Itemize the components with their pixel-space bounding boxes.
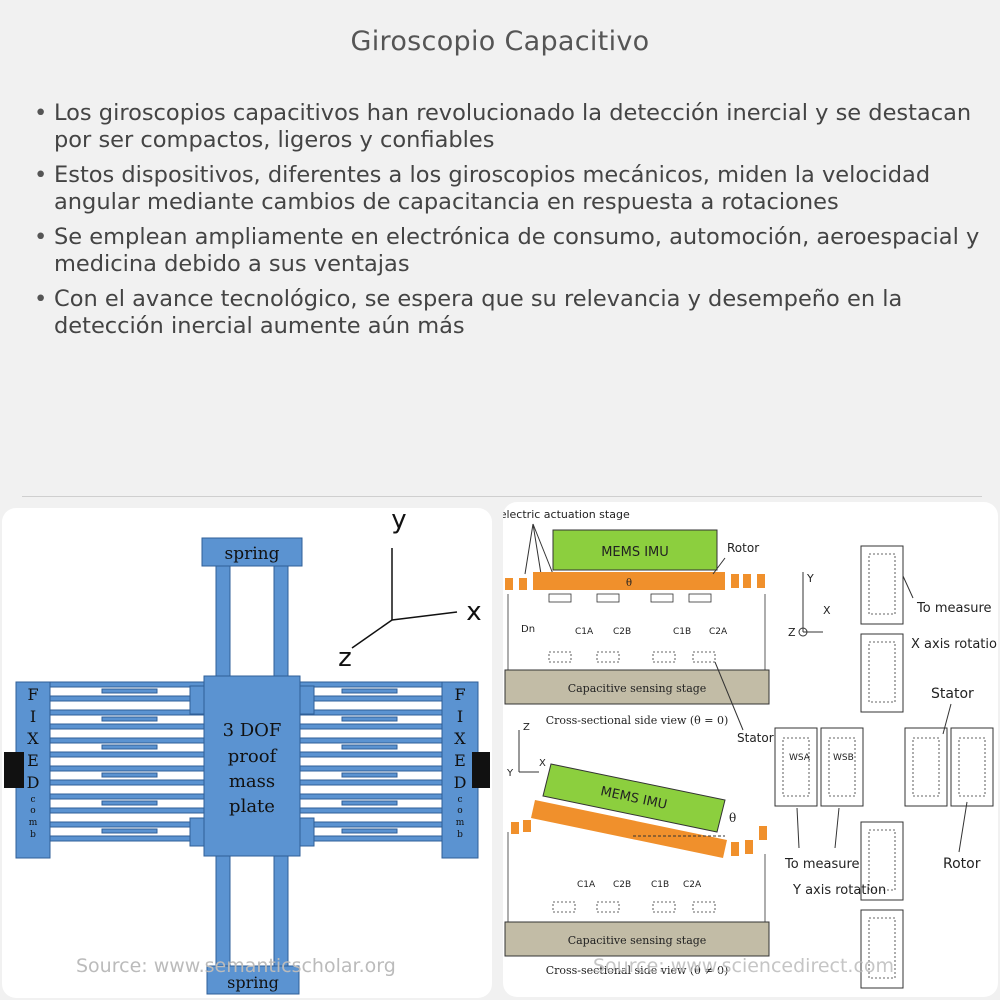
- axis-icon: [518, 730, 539, 773]
- theta-symbol: θ: [729, 811, 736, 825]
- cap-label: C2B: [613, 627, 631, 637]
- rotor-right-label: Rotor: [943, 856, 981, 872]
- cap-label: C1B: [673, 627, 691, 637]
- to-measure-x: X axis rotation: [911, 637, 998, 652]
- axis-icon: [351, 548, 458, 649]
- axis-x-label: X: [823, 604, 831, 617]
- spring-top-label: spring: [224, 544, 279, 564]
- view-top: Cross-sectional side view (θ = 0): [546, 714, 729, 727]
- to-measure-y: Y axis rotation: [792, 883, 886, 898]
- proof-mass-label: proof: [228, 746, 278, 767]
- theta-symbol: θ: [626, 578, 632, 589]
- piezo-label: Piezoelectric actuation stage: [503, 508, 630, 521]
- fixed-comb-letter: I: [457, 707, 463, 726]
- divider: [22, 496, 982, 497]
- proof-mass-label: plate: [229, 796, 275, 817]
- cap-label: C1A: [577, 880, 596, 890]
- to-measure-x: To measure: [916, 601, 992, 616]
- proof-mass-label: mass: [229, 771, 275, 792]
- fixed-comb-letter: D: [27, 773, 40, 792]
- wsb-label: WSB: [833, 753, 854, 763]
- fixed-comb-letter: I: [30, 707, 36, 726]
- fixed-comb-letter: c: [457, 795, 462, 805]
- fixed-comb-letter: o: [457, 806, 462, 816]
- fixed-comb-letter: c: [30, 795, 35, 805]
- fixed-comb-letter: E: [454, 751, 466, 770]
- axis-y-label: Y: [506, 768, 514, 779]
- cap-label: C2A: [709, 627, 728, 637]
- fixed-comb-letter: E: [27, 751, 39, 770]
- page-title: Giroscopio Capacitivo: [350, 26, 650, 57]
- rotor-label: Rotor: [727, 541, 759, 555]
- sensing-top: Capacitive sensing stage: [568, 682, 707, 695]
- stator-label: Stator: [737, 731, 774, 745]
- proof-mass-label: 3 DOF: [223, 720, 282, 741]
- wsa-label: WSA: [789, 753, 811, 763]
- spring-bottom-label: spring: [227, 973, 279, 992]
- sensing-bottom: Capacitive sensing stage: [568, 934, 707, 947]
- cap-label: C1A: [575, 627, 594, 637]
- axis-icon: [798, 572, 823, 637]
- source-left: Source: www.semanticscholar.org: [76, 955, 396, 977]
- fixed-comb-letter: D: [454, 773, 467, 792]
- fixed-comb-letter: b: [457, 830, 463, 840]
- cap-label: C2A: [683, 880, 702, 890]
- fixed-comb-letter: F: [27, 685, 38, 704]
- source-right: Source: www.sciencedirect.com: [593, 955, 894, 977]
- fixed-comb-letter: b: [30, 830, 36, 840]
- fixed-comb-letter: m: [29, 818, 38, 828]
- bullet-item: Estos dispositivos, diferentes a los gir…: [34, 162, 984, 215]
- fixed-comb-letter: F: [454, 685, 465, 704]
- axis-x-label: X: [539, 758, 546, 769]
- dn-label: Dn: [521, 624, 535, 635]
- bullet-item: Con el avance tecnológico, se espera que…: [34, 286, 984, 339]
- to-measure-y: To measure: [784, 857, 860, 872]
- cap-label: C1B: [651, 880, 669, 890]
- mems-imu-figure: Piezoelectric actuation stage MEMS IMU θ…: [503, 502, 998, 997]
- fixed-comb-letter: m: [456, 818, 465, 828]
- mems-imu-top: MEMS IMU: [601, 545, 669, 560]
- axis-x-label: x: [466, 597, 481, 627]
- stator-right-label: Stator: [931, 686, 974, 702]
- axis-z-label: Z: [788, 626, 796, 639]
- view-bottom: Cross-sectional side view (θ ≠ 0): [546, 964, 729, 977]
- fixed-comb-letter: X: [454, 729, 466, 748]
- cap-label: C2B: [613, 880, 631, 890]
- axis-y-label: Y: [806, 572, 814, 585]
- fixed-comb-letter: o: [30, 806, 35, 816]
- gyroscope-comb-figure: spring spring 3 DOF proof mass plate F I…: [2, 508, 492, 998]
- axis-z-label: Z: [523, 722, 530, 733]
- axis-y-label: y: [391, 508, 406, 535]
- fixed-comb-letter: X: [27, 729, 39, 748]
- bullet-list: Los giroscopios capacitivos han revoluci…: [34, 100, 984, 348]
- axis-z-label: z: [338, 643, 352, 673]
- bullet-item: Se emplean ampliamente en electrónica de…: [34, 224, 984, 277]
- bullet-item: Los giroscopios capacitivos han revoluci…: [34, 100, 984, 153]
